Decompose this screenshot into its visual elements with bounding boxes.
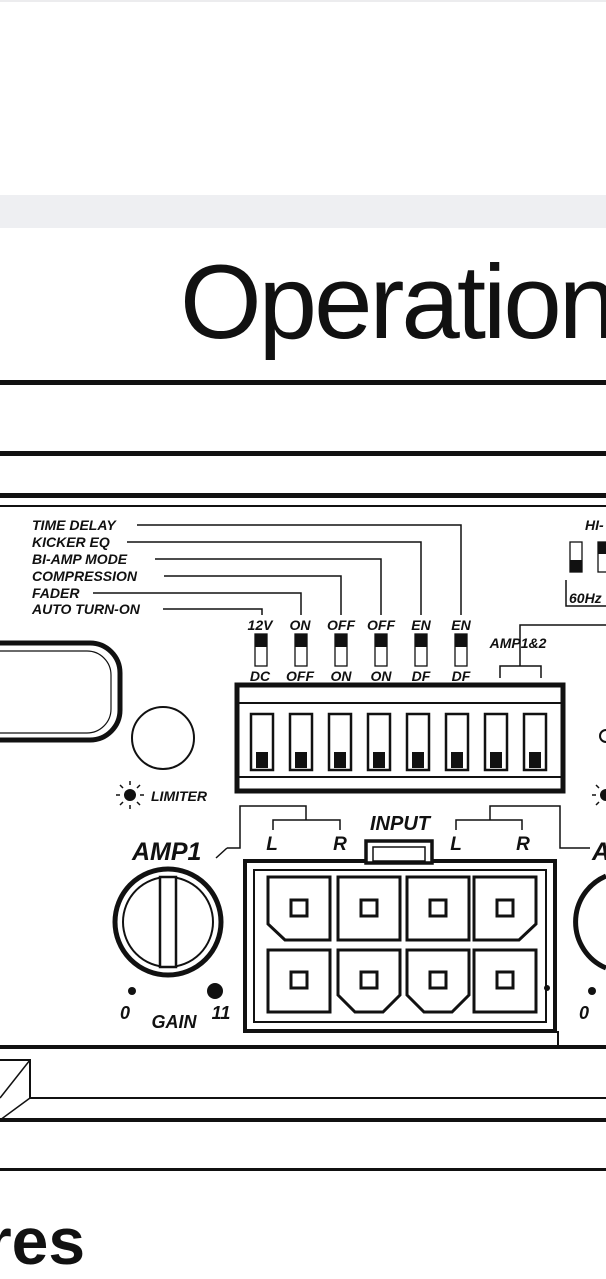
dip-switch-3 xyxy=(334,633,348,667)
dip-bottom-2: OFF xyxy=(286,668,314,684)
amp2-gain-min-dot xyxy=(588,987,596,995)
dip-bottom-labels: DC OFF ON ON DF DF xyxy=(250,668,471,684)
input-right-l: L xyxy=(450,834,462,855)
label-bi-amp-mode: BI-AMP MODE xyxy=(32,551,128,567)
rule-1 xyxy=(0,380,606,385)
amp1-gain-knob xyxy=(112,866,224,978)
dip-top-6: EN xyxy=(451,617,471,633)
input-left-r: R xyxy=(333,834,347,855)
dip-top-labels: 12V ON OFF OFF EN EN xyxy=(248,617,472,633)
gain-min-dot xyxy=(128,987,136,995)
gain-max-label: 11 xyxy=(212,1003,231,1023)
dip-switch-5 xyxy=(414,633,428,667)
amp2-gain-min-label: 0 xyxy=(579,1003,589,1023)
switch-feature-labels: TIME DELAY KICKER EQ BI-AMP MODE COMPRES… xyxy=(31,517,141,617)
label-auto-turn-on: AUTO TURN-ON xyxy=(31,601,141,617)
dip-bottom-5: DF xyxy=(412,668,431,684)
input-connector-pin-holes xyxy=(289,898,515,990)
dip-top-4: OFF xyxy=(367,617,395,633)
footer-heading-partial: res xyxy=(0,1204,86,1278)
dip-switch-4 xyxy=(374,633,388,667)
limiter-indicator-icon xyxy=(116,781,144,809)
label-kicker-eq: KICKER EQ xyxy=(32,534,110,550)
dip-switch-1 xyxy=(254,633,268,667)
amp2-knob-edge xyxy=(573,873,606,971)
page-title: Operation xyxy=(180,244,606,361)
right-label-hi: HI- xyxy=(585,517,604,533)
dip-top-3: OFF xyxy=(327,617,355,633)
dip-bottom-3: ON xyxy=(331,668,353,684)
chassis-bottom xyxy=(0,1045,606,1171)
input-left-l: L xyxy=(266,834,278,855)
right-led-edge xyxy=(599,729,606,743)
rule-2 xyxy=(0,451,606,456)
limiter-label: LIMITER xyxy=(151,788,208,804)
dip-top-5: EN xyxy=(411,617,431,633)
dip-bottom-4: ON xyxy=(371,668,393,684)
dip-top-1: 12V xyxy=(248,617,275,633)
input-title: INPUT xyxy=(370,813,432,835)
group-bracket xyxy=(499,665,542,678)
dip-switches xyxy=(254,633,468,667)
dip-switch-6 xyxy=(454,633,468,667)
input-brackets xyxy=(227,805,572,849)
leader-lines xyxy=(93,524,462,615)
label-fader: FADER xyxy=(32,585,80,601)
top-bar xyxy=(0,0,606,195)
dip-bottom-1: DC xyxy=(250,668,271,684)
dip-switch-2 xyxy=(294,633,308,667)
dip-bottom-6: DF xyxy=(452,668,471,684)
group-leader xyxy=(519,624,606,666)
group-label-amp1-2: AMP1&2 xyxy=(489,635,547,651)
dip-switch-actuators xyxy=(249,712,548,772)
limiter-led-lens xyxy=(131,706,195,770)
connector-dot xyxy=(544,985,550,991)
amp2-label-partial: A xyxy=(591,838,606,866)
right-switches xyxy=(569,541,606,573)
label-time-delay: TIME DELAY xyxy=(32,517,117,533)
input-right-r: R xyxy=(516,834,530,855)
left-rounded-inner xyxy=(0,650,112,734)
gain-label: GAIN xyxy=(152,1012,198,1032)
dip-switch-housing xyxy=(234,682,566,794)
rule-3 xyxy=(0,493,606,498)
amp1-label: AMP1 xyxy=(131,838,201,866)
label-compression: COMPRESSION xyxy=(32,568,138,584)
gain-max-dot xyxy=(207,983,223,999)
freq-label: 60Hz xyxy=(569,590,602,606)
dip-top-2: ON xyxy=(290,617,312,633)
right-limiter-icon xyxy=(592,784,606,806)
dip-switch-actuator-tabs xyxy=(256,752,541,768)
amp1-leader xyxy=(215,847,228,859)
gain-min-label: 0 xyxy=(120,1003,130,1023)
freq-bracket xyxy=(565,580,606,607)
left-rounded-opening xyxy=(0,640,123,743)
rule-4 xyxy=(0,505,606,507)
divider-band xyxy=(0,195,606,228)
